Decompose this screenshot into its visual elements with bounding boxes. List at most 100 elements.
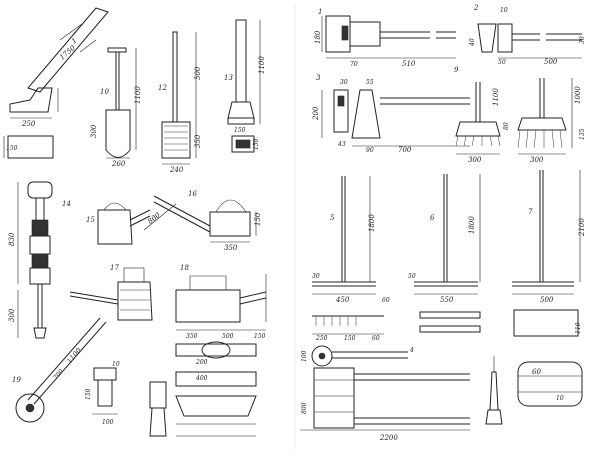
dim-label: 500 bbox=[194, 66, 202, 80]
tool-number: 1 bbox=[318, 8, 322, 16]
dim-label: 260 bbox=[111, 160, 126, 168]
dim-label: 500 bbox=[540, 296, 554, 304]
dim-label: 350 bbox=[224, 244, 238, 252]
dim-label: 1 bbox=[70, 37, 79, 46]
drawing-sledgehammer-2: 2 10 40 50 500 30 bbox=[469, 4, 586, 66]
dim-label: 180 bbox=[314, 30, 322, 44]
dim-label: 30 bbox=[312, 273, 320, 280]
dim-label: 90 bbox=[366, 147, 374, 154]
drawing-tank: 18 350 500 200 400 150 bbox=[175, 264, 267, 382]
dim-label: 2100 bbox=[578, 218, 586, 237]
tool-number: 19 bbox=[12, 376, 21, 384]
dim-label: 800 bbox=[301, 402, 308, 414]
dim-label: 110 bbox=[575, 322, 582, 334]
dim-label: 300 bbox=[468, 156, 482, 164]
dim-label: 100 bbox=[102, 419, 114, 426]
tool-number: 18 bbox=[180, 264, 189, 272]
dim-label: 1100 bbox=[134, 86, 142, 104]
tool-number: 3 bbox=[316, 74, 321, 82]
dim-label: 10 bbox=[500, 7, 508, 14]
drawing-watering-can-15: 15 800 bbox=[86, 202, 177, 245]
dim-label: 1000 bbox=[574, 86, 582, 104]
drawing-watering-can-17: 17 bbox=[69, 264, 153, 321]
dim-label: 300 bbox=[8, 308, 16, 322]
dim-label: 300 bbox=[90, 124, 98, 138]
dim-label: 150 bbox=[344, 335, 356, 342]
dim-label: 1800 bbox=[468, 216, 476, 234]
dim-label: 150 bbox=[254, 212, 262, 226]
drawing-scoop: 13 1100 150 150 bbox=[224, 19, 266, 153]
dim-label: 500 bbox=[222, 333, 234, 340]
dim-label: 700 bbox=[398, 146, 412, 154]
tool-number: 2 bbox=[473, 4, 479, 12]
dim-label: 1800 bbox=[368, 214, 376, 232]
dim-label: 1100 bbox=[65, 346, 83, 365]
dim-label: 250 bbox=[21, 120, 36, 128]
dim-label: 830 bbox=[8, 232, 16, 246]
tool-number: 5 bbox=[330, 214, 335, 222]
dim-label: 200 bbox=[195, 359, 208, 366]
dim-label: 80 bbox=[503, 122, 510, 130]
drawing-watering-can-16: 16 350 150 bbox=[153, 190, 262, 252]
tool-number: 9 bbox=[454, 66, 459, 74]
dim-label: 150 bbox=[253, 138, 260, 150]
dim-label: 60 bbox=[532, 368, 541, 376]
tool-number: 14 bbox=[62, 200, 71, 208]
dim-label: 250 bbox=[315, 335, 328, 342]
dim-label: 55 bbox=[366, 79, 374, 86]
dim-label: 500 bbox=[544, 58, 558, 66]
tool-number: 10 bbox=[100, 88, 109, 96]
drawing-rake-details bbox=[312, 311, 481, 335]
dim-label: 70 bbox=[350, 61, 358, 68]
tool-number: 7 bbox=[528, 208, 533, 216]
dim-label: 450 bbox=[335, 296, 350, 304]
dim-label: 2200 bbox=[379, 434, 398, 442]
drawing-spade: 10 1100 300 260 bbox=[90, 47, 142, 168]
dim-label: 60 bbox=[382, 297, 390, 304]
drawing-bottom-right: 60 10 bbox=[485, 356, 583, 425]
dim-label: 150 bbox=[85, 388, 92, 400]
dim-label: 1100 bbox=[258, 56, 266, 74]
dim-label: 200 bbox=[312, 106, 320, 121]
dim-label: 800 bbox=[146, 211, 162, 226]
drawing-flat-shovel: 12 500 350 240 bbox=[158, 31, 202, 174]
dim-label: 43 bbox=[337, 141, 346, 148]
drawing-rake-5: 5 1800 450 60 30 bbox=[312, 176, 390, 304]
dim-label: 400 bbox=[195, 375, 208, 382]
drawing-sledgehammer-1: 1 180 510 70 bbox=[314, 8, 456, 68]
dim-label: 100 bbox=[301, 350, 308, 362]
dim-label: 60 bbox=[372, 335, 380, 342]
drawing-rammer: 14 830 300 bbox=[8, 181, 71, 339]
tool-number: 12 bbox=[158, 84, 167, 92]
dim-label: 135 bbox=[579, 128, 586, 140]
dim-label: 40 bbox=[469, 38, 476, 47]
dim-label: 4 bbox=[409, 347, 414, 354]
dim-label: 50 bbox=[408, 273, 416, 280]
dim-label: 240 bbox=[169, 166, 184, 174]
dim-label: 30 bbox=[579, 36, 586, 44]
drawing-tank-details bbox=[149, 341, 257, 437]
dim-label: 350 bbox=[186, 333, 198, 340]
dim-label: 510 bbox=[402, 60, 416, 68]
tool-number: 16 bbox=[188, 190, 197, 198]
tool-number: 13 bbox=[224, 74, 233, 82]
dim-label: 150 bbox=[254, 333, 266, 340]
dim-label: 150 bbox=[234, 127, 246, 134]
dim-label: 50 bbox=[498, 59, 506, 66]
dim-label: 550 bbox=[440, 296, 454, 304]
dim-label: 150 bbox=[6, 145, 18, 152]
dim-label: 300 bbox=[530, 156, 544, 164]
tool-number: 15 bbox=[86, 216, 95, 224]
dim-label: 10 bbox=[556, 395, 564, 402]
tool-number: 6 bbox=[430, 214, 435, 222]
dim-label: 10 bbox=[112, 361, 120, 368]
dim-label: 1100 bbox=[492, 88, 500, 106]
drawing-brushes: 9 1000 300 1100 80 300 135 bbox=[454, 66, 586, 164]
drawing-roller: 19 10 150 100 1100 700 bbox=[12, 317, 120, 426]
dim-label: 350 bbox=[194, 134, 202, 148]
drawing-axe: 3 200 30 55 43 90 700 bbox=[312, 74, 470, 154]
dim-label: 30 bbox=[340, 79, 348, 86]
tool-number: 17 bbox=[110, 264, 119, 272]
drawing-cart: 250 150 60 4 100 800 2200 bbox=[300, 335, 470, 442]
